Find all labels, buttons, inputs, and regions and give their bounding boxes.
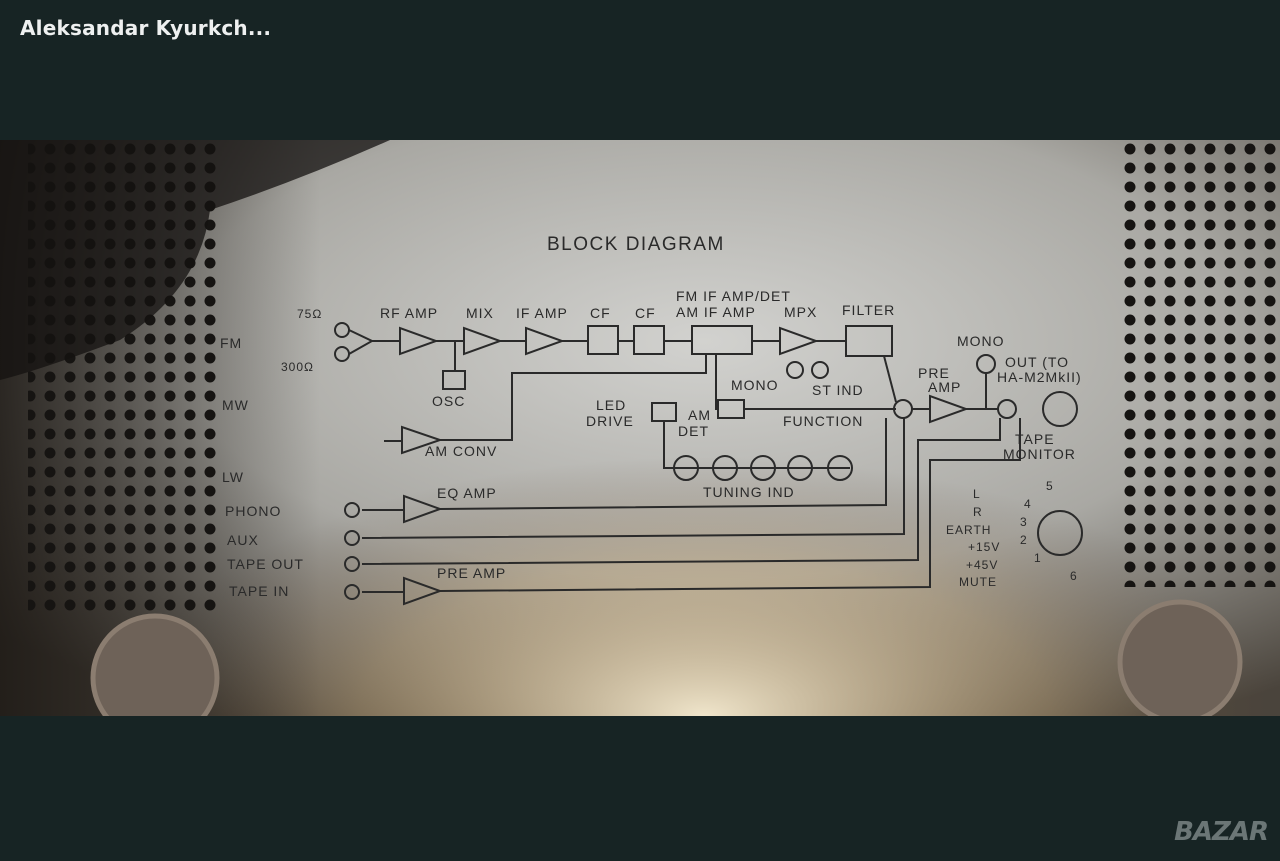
label-am: AM xyxy=(688,407,711,423)
label-out-to: OUT (TO xyxy=(1005,354,1069,370)
rubber-foot xyxy=(90,613,220,716)
label-osc: OSC xyxy=(432,393,465,409)
pin-number: 3 xyxy=(1020,515,1028,529)
pin-label-15v: +15V xyxy=(968,540,1000,554)
label-am-conv: AM CONV xyxy=(425,443,497,459)
label-led: LED xyxy=(596,397,626,413)
label-det: DET xyxy=(678,423,709,439)
diagram-title: BLOCK DIAGRAM xyxy=(547,234,725,255)
pin-label-mute: MUTE xyxy=(959,575,997,589)
product-photo[interactable]: BLOCK DIAGRAM FM MW LW PHONO AUX TAPE OU… xyxy=(0,140,1280,716)
right-grille xyxy=(1118,142,1278,587)
label-300ohm: 300Ω xyxy=(281,360,314,374)
pin-number: 6 xyxy=(1070,569,1078,583)
rubber-foot xyxy=(1117,599,1243,716)
label-am-if: AM IF AMP xyxy=(676,304,756,320)
label-75ohm: 75Ω xyxy=(297,307,322,321)
label-aux: AUX xyxy=(227,532,259,548)
pin-label-45v: +45V xyxy=(966,558,998,572)
label-fm-if: FM IF AMP/DET xyxy=(676,288,791,304)
label-tape: TAPE xyxy=(1015,431,1055,447)
label-lw: LW xyxy=(222,469,244,485)
label-pre: PRE xyxy=(918,365,950,381)
label-eq-amp: EQ AMP xyxy=(437,485,497,501)
block-diagram xyxy=(334,322,1083,606)
label-mix: MIX xyxy=(466,305,494,321)
diagram-labels: BLOCK DIAGRAM FM MW LW PHONO AUX TAPE OU… xyxy=(220,234,1082,599)
seller-name[interactable]: Aleksandar Kyurkch... xyxy=(20,16,272,40)
pin-label-r: R xyxy=(973,505,983,519)
label-monitor: MONITOR xyxy=(1003,446,1076,462)
label-tape-out: TAPE OUT xyxy=(227,556,304,572)
label-mono-out: MONO xyxy=(957,333,1005,349)
label-mw: MW xyxy=(222,397,249,413)
label-pre-amp-in: PRE AMP xyxy=(437,565,506,581)
label-filter: FILTER xyxy=(842,302,895,318)
label-rf-amp: RF AMP xyxy=(380,305,438,321)
label-cf-2: CF xyxy=(635,305,656,321)
label-mono: MONO xyxy=(731,377,779,393)
pin-number: 4 xyxy=(1024,497,1032,511)
pin-label-earth: EARTH xyxy=(946,523,991,537)
label-amp: AMP xyxy=(928,379,961,395)
label-phono: PHONO xyxy=(225,503,281,519)
label-cf-1: CF xyxy=(590,305,611,321)
label-tuning-ind: TUNING IND xyxy=(703,484,795,500)
bazar-logo: BAZAR xyxy=(1174,817,1269,847)
pin-number: 2 xyxy=(1020,533,1028,547)
pin-number: 5 xyxy=(1046,479,1054,493)
pin-number: 1 xyxy=(1034,551,1042,565)
label-out-model: HA-M2MkII) xyxy=(997,369,1082,385)
label-mpx: MPX xyxy=(784,304,817,320)
label-if-amp: IF AMP xyxy=(516,305,568,321)
pin-label-l: L xyxy=(973,487,981,501)
label-drive: DRIVE xyxy=(586,413,634,429)
label-st-ind: ST IND xyxy=(812,382,864,398)
label-fm: FM xyxy=(220,335,242,351)
label-function: FUNCTION xyxy=(783,413,863,429)
label-tape-in: TAPE IN xyxy=(229,583,289,599)
